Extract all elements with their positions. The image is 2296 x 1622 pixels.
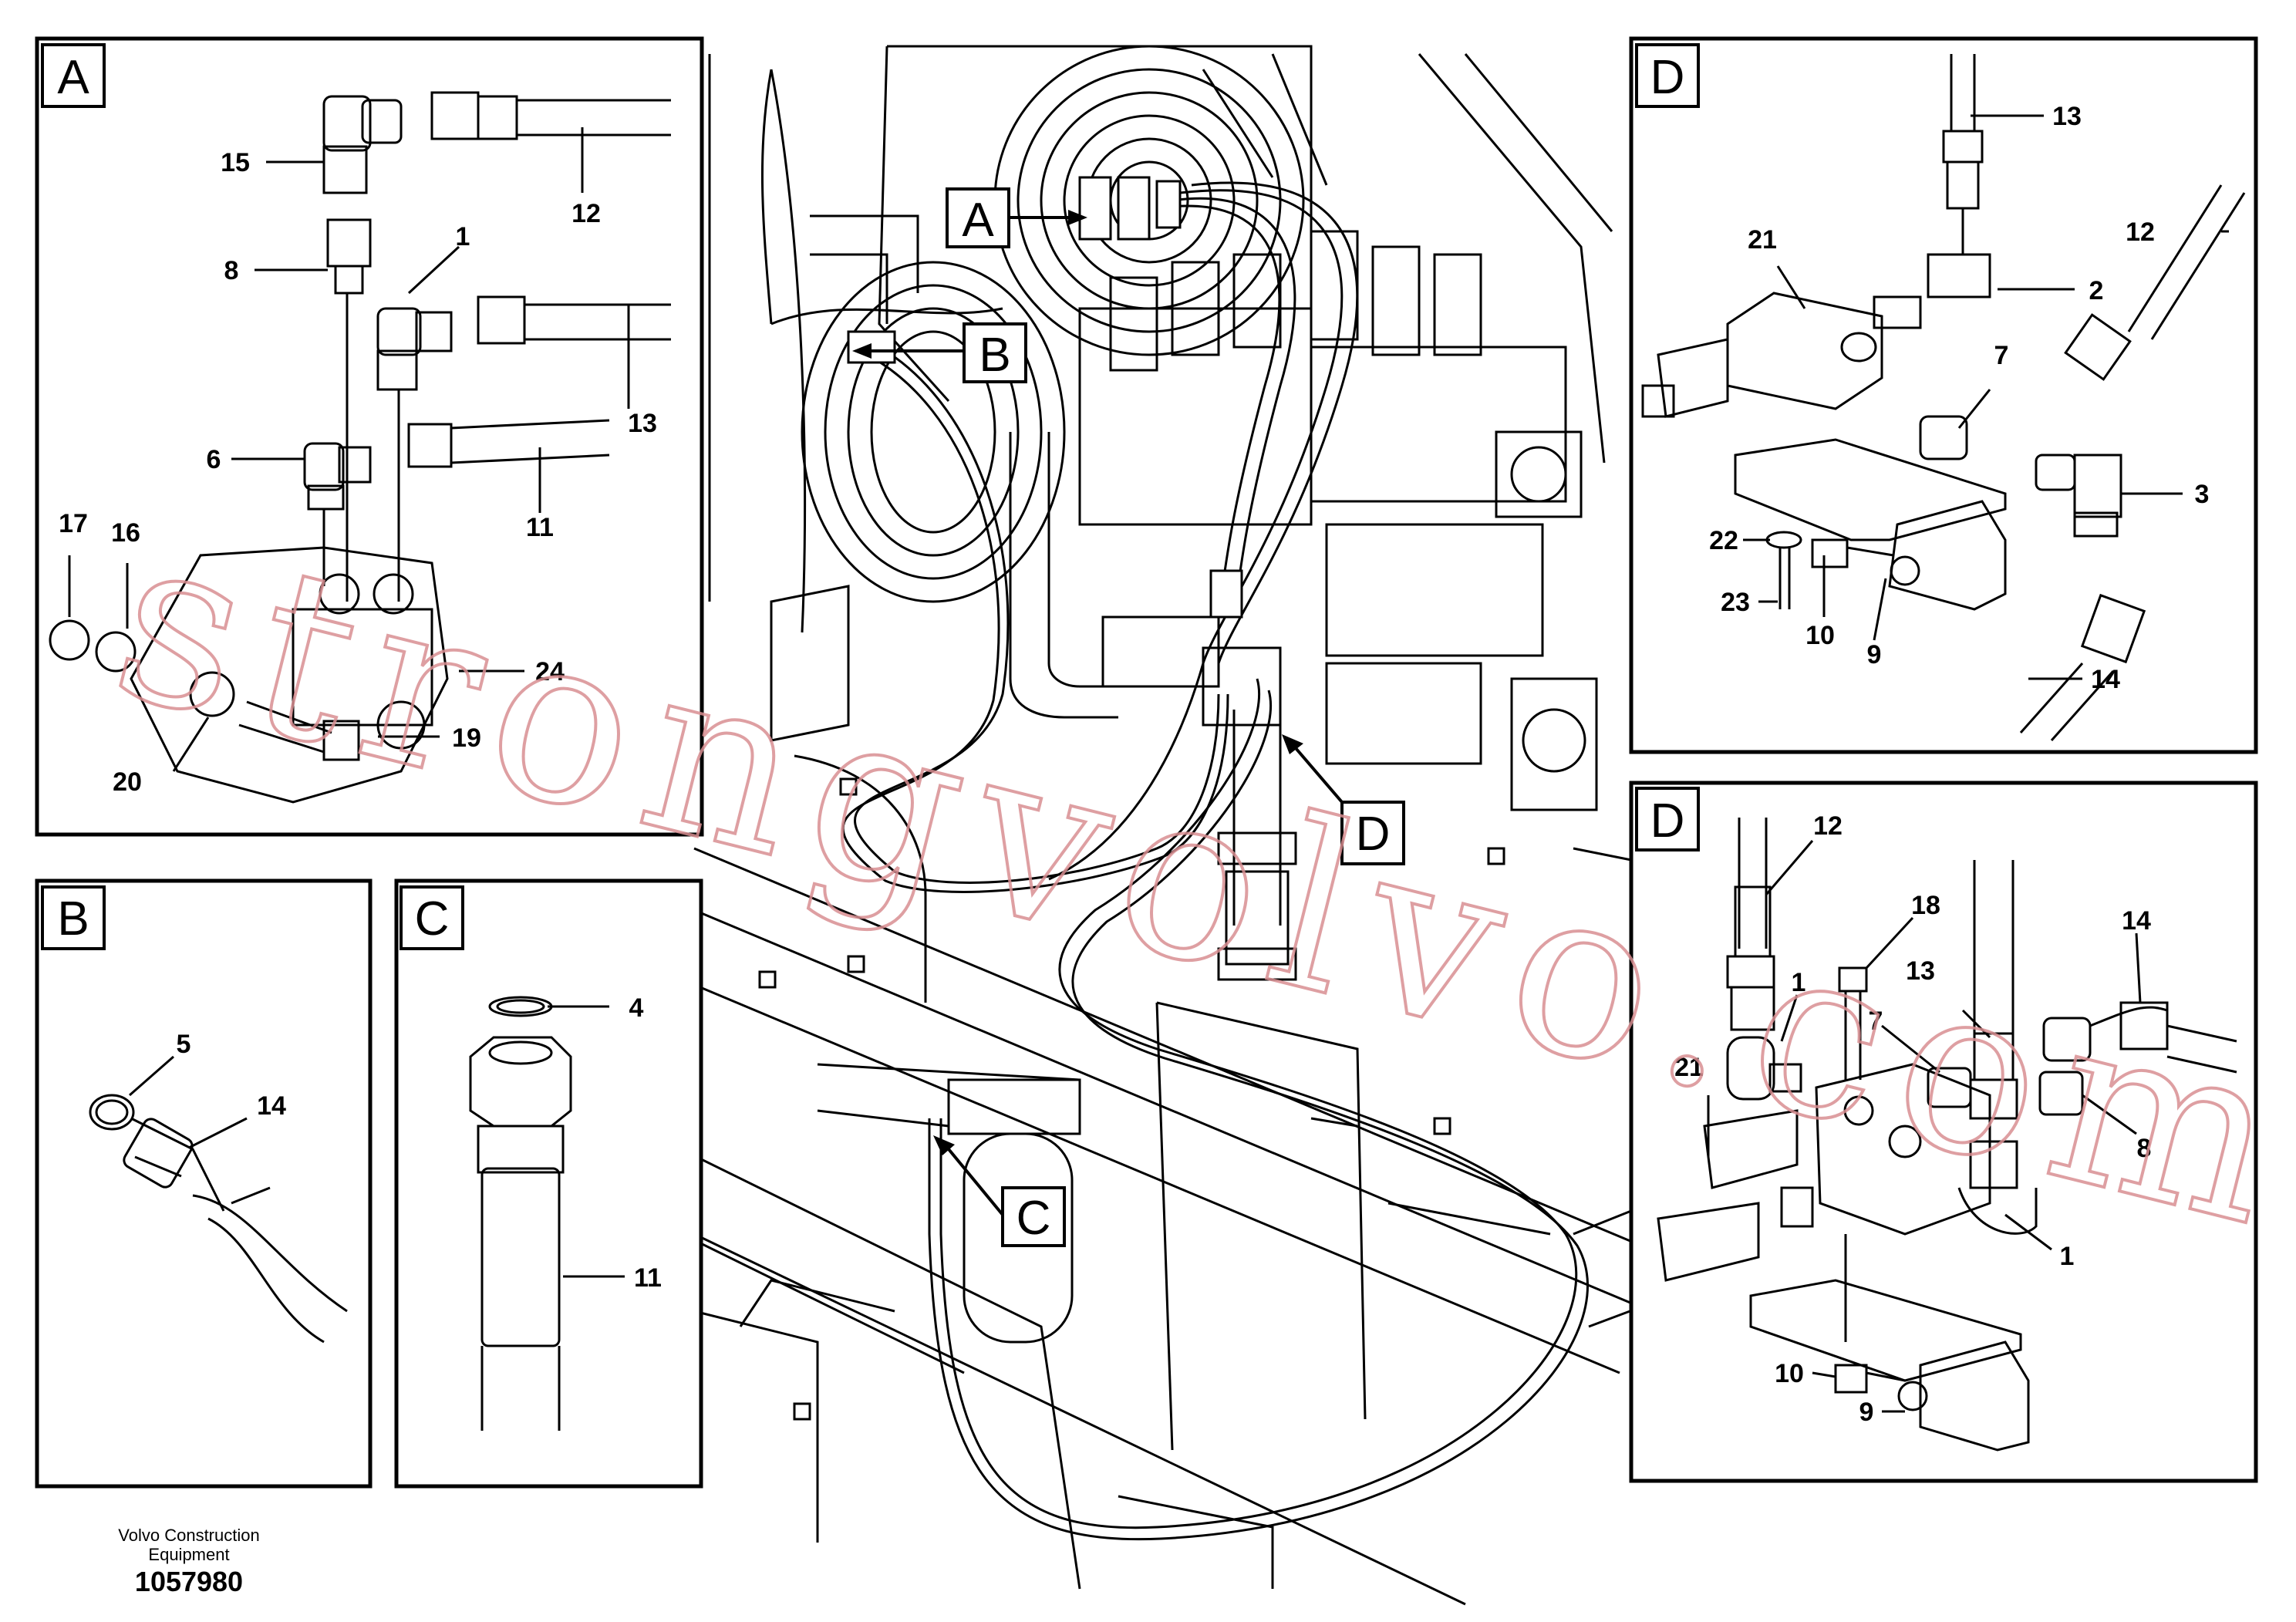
part-label: 17	[59, 509, 88, 538]
part-label: 23	[1721, 588, 1750, 617]
panel-b-tag: B	[57, 892, 89, 946]
panel-a-part-numbers: 15 8 1 12 13 6 11 17 16 24 19 20	[59, 148, 657, 797]
part-label: 7	[1994, 341, 2009, 370]
callout-d-tag: D	[1356, 808, 1391, 861]
callout-b: B	[852, 322, 1027, 383]
part-label: 13	[628, 409, 657, 438]
part-label: 15	[221, 148, 250, 177]
panel-b: B 5 14	[35, 878, 373, 1489]
part-label: 10	[1805, 621, 1835, 650]
callout-b-tag: B	[979, 329, 1010, 382]
callout-a-tag: A	[962, 194, 994, 247]
part-label: 20	[113, 767, 142, 797]
callout-a: A	[946, 187, 1087, 248]
drawing-number: 1057980	[134, 1566, 244, 1597]
panel-a-tag: A	[57, 51, 89, 104]
top-fittings	[847, 176, 1243, 619]
part-label: 11	[634, 1263, 662, 1293]
part-label: 21	[1674, 1053, 1704, 1082]
part-label: 6	[207, 445, 221, 474]
panel-d-bottom-part-numbers: 12 18 14 1 13 7 21 8 1 10 9	[1674, 811, 2151, 1427]
panel-d-bottom: D	[1629, 781, 2258, 1483]
part-label: 13	[2052, 102, 2082, 131]
panel-c-tag: C	[415, 892, 450, 946]
part-label: 11	[526, 513, 554, 542]
part-label: 12	[1813, 811, 1843, 841]
panel-c-part-numbers: 4 11	[629, 993, 662, 1293]
part-label: 21	[1748, 225, 1777, 255]
part-label: 14	[257, 1091, 286, 1121]
part-label: 9	[1859, 1398, 1874, 1427]
company-name-line1: Volvo Construction	[118, 1526, 260, 1545]
part-label: 5	[177, 1030, 191, 1059]
panel-d-bottom-tag: D	[1650, 794, 1685, 848]
part-label: 24	[535, 657, 565, 686]
part-label: 1	[2060, 1242, 2075, 1271]
part-label: 1	[456, 222, 470, 251]
part-label: 22	[1709, 526, 1738, 555]
panel-d-top-tag: D	[1650, 51, 1685, 104]
part-label: 4	[629, 993, 644, 1023]
callout-d: D	[1282, 734, 1405, 865]
part-label: 16	[111, 518, 140, 548]
part-label: 13	[1906, 956, 1935, 986]
part-label: 7	[1869, 1007, 1883, 1036]
part-label: 10	[1775, 1359, 1804, 1388]
part-label: 12	[2126, 218, 2155, 247]
part-label: 1	[1792, 968, 1806, 997]
part-label: 18	[1911, 891, 1940, 920]
panel-d-top: D	[1629, 36, 2258, 754]
part-label: 8	[224, 256, 239, 285]
part-label: 2	[2089, 276, 2104, 305]
callout-c-tag: C	[1017, 1192, 1051, 1245]
part-label: 9	[1867, 640, 1882, 669]
panel-a: A	[35, 36, 704, 837]
panel-d-top-part-numbers: 13 21 2 12 7 3 22 23 10 9 14	[1709, 102, 2209, 694]
part-label: 14	[2122, 906, 2151, 936]
panel-b-part-numbers: 5 14	[177, 1030, 286, 1121]
company-name-line2: Equipment	[148, 1545, 230, 1564]
part-label: 12	[571, 199, 601, 228]
part-label: 14	[2091, 665, 2120, 694]
part-label: 8	[2137, 1134, 2152, 1163]
callout-c: C	[933, 1135, 1066, 1247]
panel-c: C 4 11	[394, 878, 703, 1489]
part-label: 3	[2195, 480, 2210, 509]
part-label: 19	[452, 723, 481, 753]
